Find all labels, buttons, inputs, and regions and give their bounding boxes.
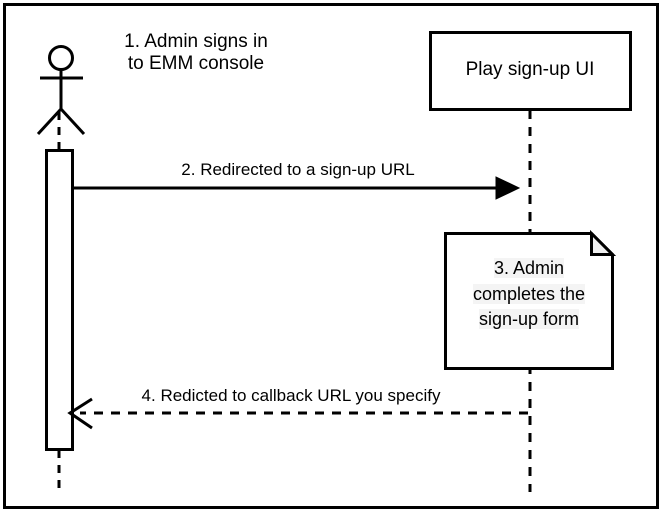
note-3-line2: completes the — [472, 283, 586, 304]
actor-head-icon — [48, 45, 74, 71]
note-3-text: 3. Admin completes the sign-up form — [446, 256, 612, 333]
message-2-label: 2. Redirected to a sign-up URL — [181, 160, 415, 179]
note-3-folded-corner-icon — [590, 229, 617, 256]
message-2-arrow — [72, 176, 521, 200]
stick-figure-actor-icon — [36, 45, 86, 136]
note-3-line3: sign-up form — [478, 309, 580, 330]
message-4-arrowhead-open — [67, 397, 93, 430]
participant-label: Play sign-up UI — [465, 59, 595, 80]
note-3-line1: 3. Admin — [493, 258, 565, 278]
actor-leg-right-icon — [59, 107, 86, 136]
message-4-label: 4. Redicted to callback URL you specify — [141, 386, 441, 405]
actor-leg-left-icon — [36, 107, 63, 136]
actor-step-label-line1: 1. Admin signs in — [124, 31, 268, 52]
participant-box — [429, 31, 632, 111]
message-4-arrow — [67, 397, 528, 430]
actor-step-label-line2: to EMM console — [127, 53, 265, 75]
actor-activation-bar — [45, 149, 74, 451]
message-2-arrowhead-filled — [495, 176, 521, 200]
